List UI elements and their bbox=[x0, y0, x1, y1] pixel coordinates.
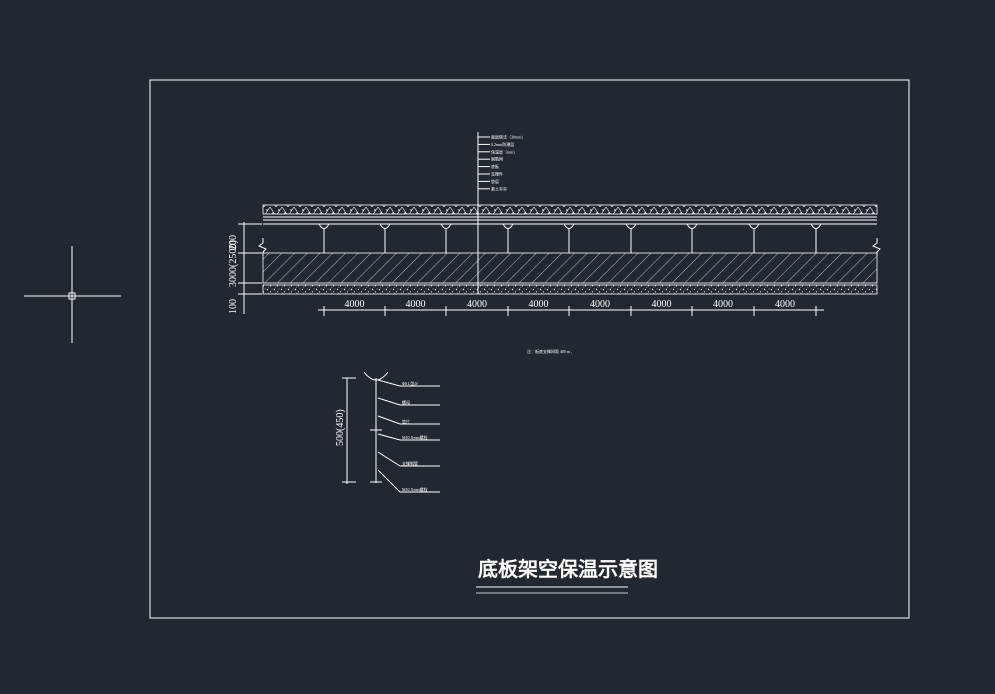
support-spacing-note: 注：板底支撑间距 400 m , bbox=[527, 348, 572, 355]
drawing-title: 底板架空保温示意图 bbox=[478, 557, 658, 581]
detail-callout-label: 螺母 bbox=[402, 399, 410, 405]
span-dimensions: 4000 4000 4000 4000 4000 4000 4000 4000 bbox=[323, 299, 817, 316]
layer-callout-label: 素土夯实 bbox=[491, 185, 507, 191]
callout-leader bbox=[377, 433, 401, 441]
span-label: 4000 bbox=[713, 299, 733, 310]
crosshair-cursor-icon bbox=[24, 246, 121, 343]
dim-base: 100 bbox=[228, 299, 239, 314]
callout-leader bbox=[377, 379, 401, 387]
span-label: 4000 bbox=[652, 299, 672, 310]
support-post bbox=[686, 223, 698, 253]
support-post bbox=[563, 223, 575, 253]
layer-callout-label: 面层做法（30mm) bbox=[491, 134, 523, 140]
layer-callout-label: 垫层 bbox=[491, 178, 499, 184]
support-post bbox=[810, 223, 822, 253]
span-label: 4000 bbox=[406, 299, 426, 310]
layer-callout-label: 底板 bbox=[491, 163, 499, 169]
callout-leader bbox=[377, 397, 401, 406]
detail-callout-label: M10 Xmm螺栓 bbox=[402, 434, 428, 440]
support-post bbox=[379, 223, 391, 253]
support-post bbox=[748, 223, 760, 253]
dim-air-layer: 3000(2500) bbox=[228, 240, 239, 287]
support-post bbox=[440, 223, 452, 253]
layer-callout-label: 0.2mm防潮层 bbox=[491, 141, 514, 147]
dim-top-layer: 200 bbox=[228, 235, 239, 250]
support-post bbox=[318, 223, 330, 253]
detail-callout-label: 支撑钢管 bbox=[402, 460, 418, 466]
detail-callout-label: Φ8 L型@ bbox=[402, 380, 418, 386]
drawing-frame bbox=[149, 79, 910, 619]
floor-section: 面层做法（30mm)0.2mm防潮层保温层（mm)钢筋网底板支撑件垫层素土夯实 … bbox=[228, 132, 881, 355]
finish-layer bbox=[262, 204, 878, 215]
layer-callout-label: 支撑件 bbox=[491, 171, 503, 177]
layer-callout-label: 钢筋网 bbox=[491, 156, 503, 162]
support-post bbox=[625, 223, 637, 253]
span-label: 4000 bbox=[590, 299, 610, 310]
layer-callout-label: 保温层（mm) bbox=[491, 148, 515, 154]
detail-callout-label: M10 Xmm螺栓 bbox=[402, 486, 428, 492]
detail-height-dim: 500(450) bbox=[335, 409, 346, 446]
support-posts bbox=[318, 223, 822, 253]
detail-callout-label: 垫片 bbox=[402, 418, 410, 424]
callout-leader bbox=[377, 451, 401, 467]
callout-leader bbox=[377, 415, 401, 425]
span-label: 4000 bbox=[345, 299, 365, 310]
callout-leader bbox=[377, 469, 401, 493]
base-slab bbox=[262, 252, 878, 284]
span-label: 4000 bbox=[529, 299, 549, 310]
span-label: 4000 bbox=[775, 299, 795, 310]
gravel-cushion bbox=[262, 284, 878, 295]
support-post bbox=[502, 223, 514, 253]
span-label: 4000 bbox=[467, 299, 487, 310]
